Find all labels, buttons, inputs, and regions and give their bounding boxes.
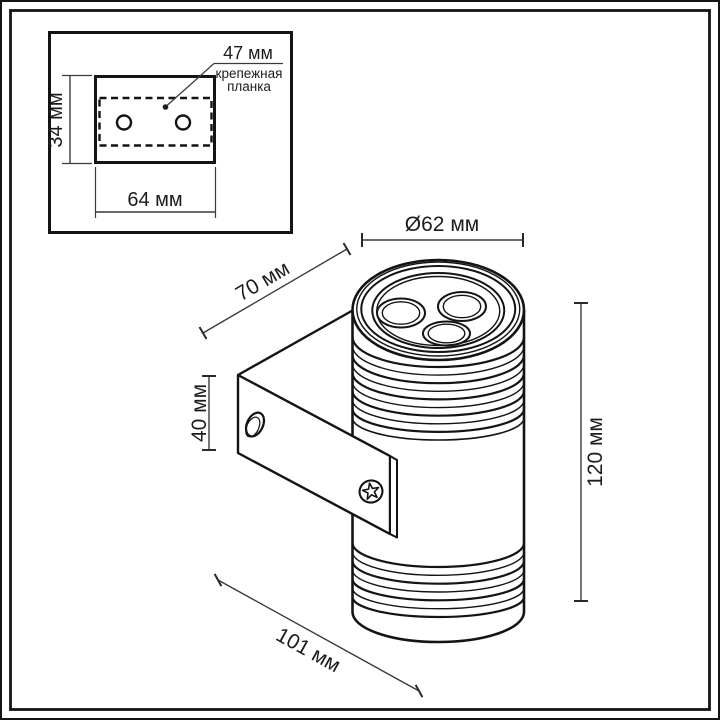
screw-hole-right	[174, 114, 192, 131]
mounting-plate-outline	[94, 75, 216, 164]
top-rim-inner	[360, 265, 517, 353]
lens-bottom-inner	[427, 323, 466, 344]
fixture-drawing: Ø62 мм 70 мм 40 мм 120 мм 101 мм	[188, 213, 607, 698]
dim-height: 120 мм	[574, 302, 607, 602]
lens-recess-outer	[371, 272, 506, 349]
plate-caption-line2: планка	[227, 79, 271, 94]
dim-diameter-label: Ø62 мм	[405, 213, 479, 236]
inner-frame-border	[9, 9, 711, 711]
lens-right-inner	[442, 294, 482, 319]
screw-star-drive-icon	[361, 482, 380, 500]
dim-plate-width-label: 64 мм	[127, 189, 182, 211]
cylinder-bottom-arc	[351, 611, 526, 644]
inset-border	[48, 31, 293, 234]
dim-plate-height-label: 34 мм	[45, 92, 67, 147]
bracket-top-edge	[237, 309, 354, 377]
top-rim-edge	[356, 261, 521, 357]
lens-left-inner	[381, 301, 421, 325]
lens-bottom-outer	[422, 320, 471, 347]
leader-dot	[162, 104, 169, 110]
hole-spacing-label: 47 мм	[223, 43, 273, 63]
lower-ribs	[351, 542, 526, 619]
screw-hole-left	[115, 114, 133, 131]
dim-diameter: Ø62 мм	[361, 213, 524, 247]
bracket-slot-hole-inner	[245, 416, 261, 438]
bracket-end-thickness	[389, 455, 398, 539]
cylinder-body	[351, 258, 526, 644]
lens-left-outer	[376, 297, 426, 329]
dim-plate-height: 34 мм	[45, 74, 92, 165]
dim-height-label: 120 мм	[584, 417, 607, 487]
hole-spacing-callout: 47 мм крепежная планка	[162, 43, 283, 110]
bracket-slot-hole	[244, 411, 266, 438]
mounting-bracket	[236, 309, 398, 539]
led-lenses	[376, 291, 487, 347]
inset-panel: 34 мм 64 мм 47 мм крепежная планка	[45, 31, 293, 234]
dim-bracket-height: 40 мм	[188, 375, 216, 451]
plate-caption-line1: крепежная	[216, 66, 283, 81]
lens-right-outer	[437, 291, 487, 322]
bracket-screw	[358, 479, 384, 504]
upper-ribs	[351, 336, 526, 441]
dim-plate-width: 64 мм	[94, 167, 217, 218]
dim-bracket-height-label: 40 мм	[188, 384, 211, 442]
